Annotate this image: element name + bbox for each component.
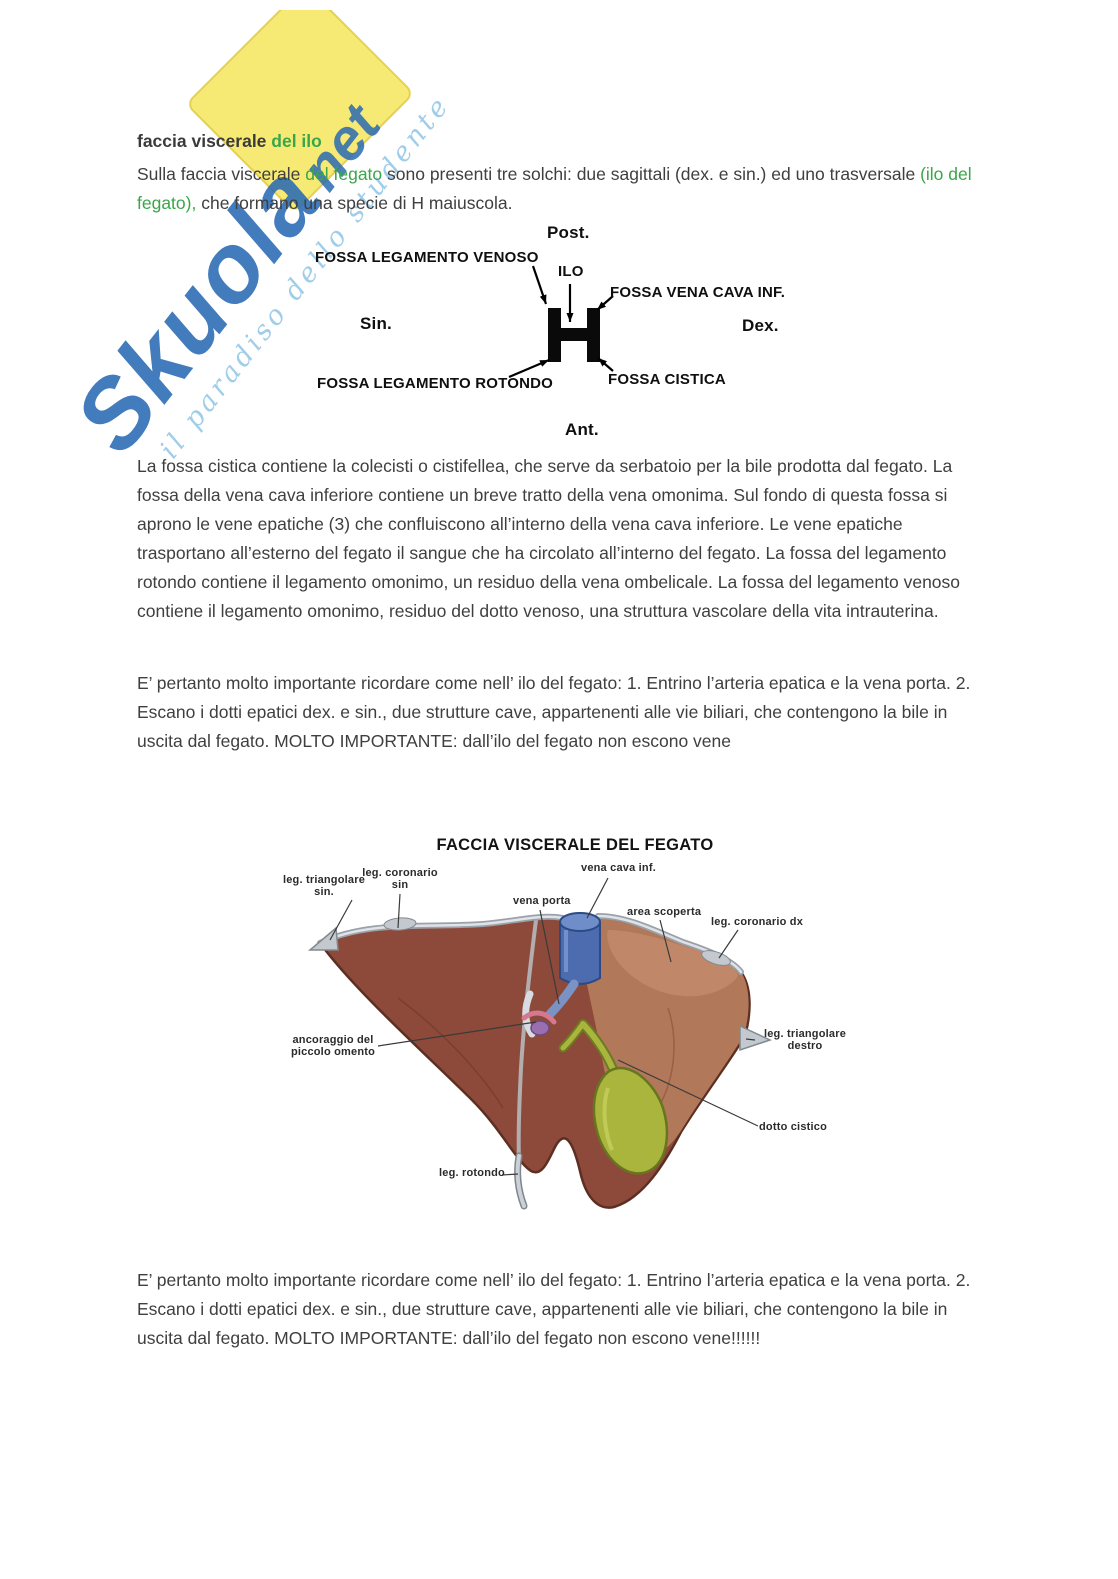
figure-label-vena-porta: vena porta xyxy=(513,895,571,907)
intro-text-1: Sulla faccia viscerale xyxy=(137,164,306,184)
hilum-structures xyxy=(521,990,557,1038)
round-ligament-cord xyxy=(514,1152,528,1210)
portal-vein-shape xyxy=(545,979,579,1019)
figure-label-leg-coronario-sin: leg. coronario sin xyxy=(362,867,438,891)
body-paragraph-importante-2: E’ pertanto molto importante ricordare c… xyxy=(137,1270,971,1348)
triangular-ligament-left xyxy=(307,926,339,951)
diagram-label-fossa-legamento-rotondo: FOSSA LEGAMENTO ROTONDO xyxy=(317,375,554,392)
diagram-label-sin: Sin. xyxy=(360,314,392,333)
liver-figure: leg. triangolare sin. leg. coronario sin… xyxy=(278,858,858,1230)
intro-green-2: (ilo del fegato), xyxy=(137,164,972,213)
triangular-ligament-right xyxy=(739,1024,773,1052)
page-title-part1: faccia viscerale xyxy=(137,131,272,151)
diagram-label-ilo: ILO xyxy=(558,263,584,280)
falciform-groove xyxy=(516,919,538,1159)
figure-label-ancoraggio-piccolo-omento: ancoraggio del piccolo omento xyxy=(290,1034,376,1058)
intro-text-2: sono presenti tre solchi: due sagittali … xyxy=(382,164,921,184)
liver-shading-right xyxy=(657,1007,675,1109)
page-title: faccia viscerale del ilo xyxy=(137,131,322,152)
intro-text-3: che formano una specie di H maiuscola. xyxy=(196,193,513,213)
ilo-h-diagram: Post. FOSSA LEGAMENTO VENOSO ILO FOSSA V… xyxy=(137,222,987,444)
diagram-label-post: Post. xyxy=(547,223,590,242)
figure-label-area-scoperta: area scoperta xyxy=(627,906,702,918)
figure-label-leg-coronario-dx: leg. coronario dx xyxy=(711,916,804,928)
diagram-label-fossa-legamento-venoso: FOSSA LEGAMENTO VENOSO xyxy=(315,249,539,266)
figure-label-lines xyxy=(329,877,759,1176)
vena-cava-shape xyxy=(559,912,601,985)
intro-paragraph: Sulla faccia viscerale del fegato sono p… xyxy=(137,160,989,218)
figure-label-leg-triangolare-destro: leg. triangolare destro xyxy=(763,1028,847,1052)
diagram-label-fossa-cistica: FOSSA CISTICA xyxy=(608,371,726,388)
figure-title: FACCIA VISCERALE DEL FEGATO xyxy=(436,836,714,854)
page-title-part2: del ilo xyxy=(271,131,322,151)
body-paragraph-importante-1: E’ pertanto molto importante ricordare c… xyxy=(137,673,971,751)
body-paragraph-fosse: La fossa cistica contiene la colecisti o… xyxy=(137,456,961,621)
figure-label-dotto-cistico: dotto cistico xyxy=(759,1121,827,1133)
diagram-label-fossa-vena-cava: FOSSA VENA CAVA INF. xyxy=(610,284,786,301)
liver-illustration xyxy=(307,877,773,1210)
coronary-ligament-band xyxy=(317,913,744,975)
gallbladder-highlight xyxy=(602,1087,614,1151)
figure-label-vena-cava-inf: vena cava inf. xyxy=(581,862,656,874)
figure-label-leg-triangolare-sin: leg. triangolare sin. xyxy=(282,874,366,898)
diagram-label-dex: Dex. xyxy=(742,316,779,335)
diagram-label-ant: Ant. xyxy=(565,420,599,439)
figure-label-leg-rotondo: leg. rotondo xyxy=(439,1167,505,1179)
diagram-arrows xyxy=(508,265,614,379)
h-glyph xyxy=(548,308,600,362)
area-scoperta-patch xyxy=(607,930,738,997)
liver-shading-left xyxy=(397,997,504,1109)
h-diagram-graphic xyxy=(508,265,614,379)
intro-green-1: del fegato xyxy=(305,164,383,184)
